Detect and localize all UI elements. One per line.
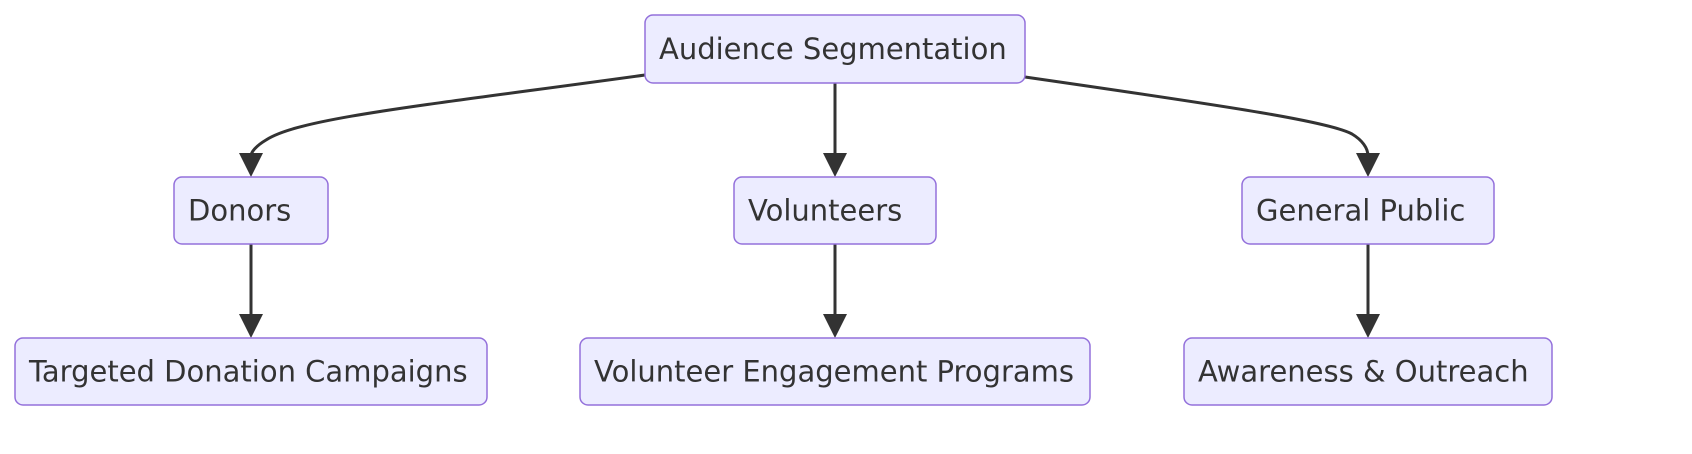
edge-public-to-outreach <box>1356 244 1380 338</box>
edge-line <box>1024 75 1370 157</box>
node-donation[interactable]: Targeted Donation Campaigns <box>14 337 488 406</box>
edges-layer <box>239 73 1380 338</box>
node-box <box>173 176 329 245</box>
node-root[interactable]: Audience Segmentation <box>644 14 1026 84</box>
node-box <box>1183 337 1553 406</box>
node-box <box>579 337 1091 406</box>
node-label: Audience Segmentation <box>659 32 1007 66</box>
arrowhead-icon <box>1356 314 1380 338</box>
arrowhead-icon <box>823 153 847 177</box>
node-label: Volunteer Engagement Programs <box>594 355 1074 389</box>
node-box <box>1241 176 1495 245</box>
edge-root-to-public <box>1024 75 1380 177</box>
node-label: Donors <box>188 194 291 228</box>
arrowhead-icon <box>1356 153 1380 177</box>
node-label: Awareness & Outreach <box>1198 355 1529 389</box>
arrowhead-icon <box>823 314 847 338</box>
node-box <box>733 176 937 245</box>
arrowhead-icon <box>239 153 263 177</box>
node-label: Targeted Donation Campaigns <box>28 355 468 389</box>
edge-root-to-donors <box>239 73 646 177</box>
node-label: Volunteers <box>748 194 902 228</box>
edge-root-to-volunteers <box>823 83 847 177</box>
edge-volunteers-to-engagement <box>823 244 847 338</box>
arrowhead-icon <box>239 314 263 338</box>
node-public[interactable]: General Public <box>1241 176 1495 245</box>
node-box <box>14 337 488 406</box>
node-donors[interactable]: Donors <box>173 176 329 245</box>
edge-line <box>249 73 646 157</box>
node-volunteers[interactable]: Volunteers <box>733 176 937 245</box>
node-label: General Public <box>1256 194 1465 228</box>
node-outreach[interactable]: Awareness & Outreach <box>1183 337 1553 406</box>
node-engagement[interactable]: Volunteer Engagement Programs <box>579 337 1091 406</box>
edge-donors-to-donation <box>239 244 263 338</box>
node-box <box>644 14 1026 84</box>
